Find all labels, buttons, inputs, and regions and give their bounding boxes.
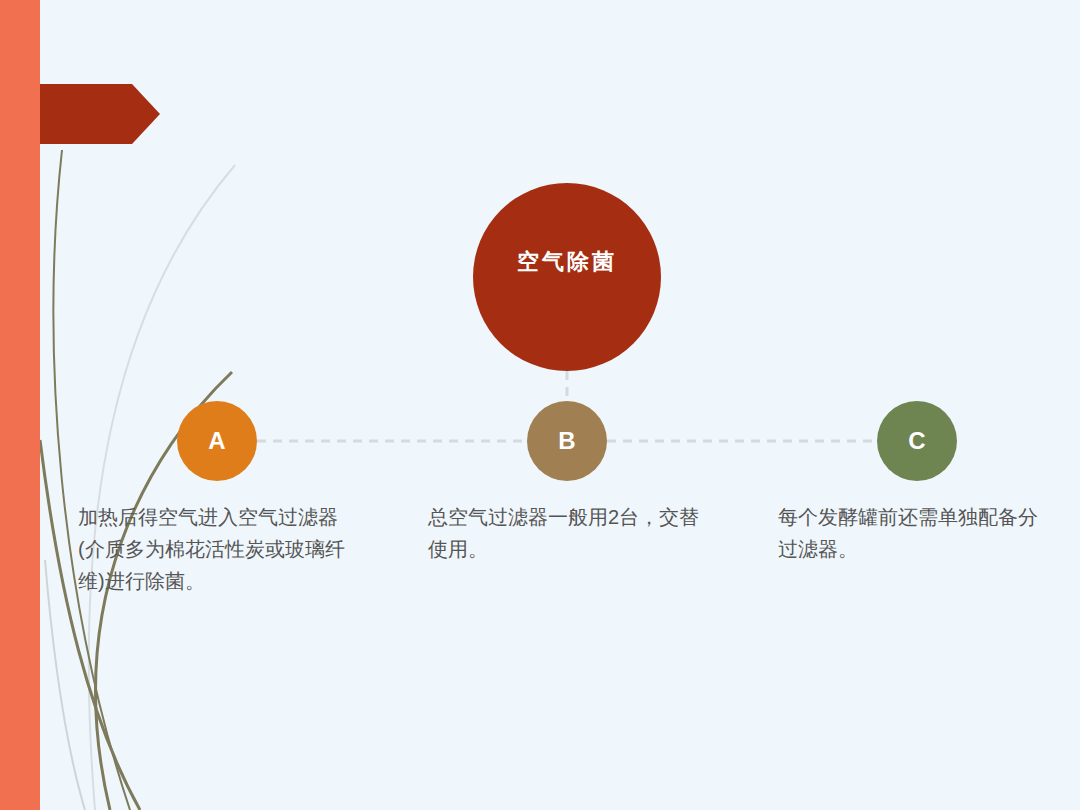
node: A加热后得空气进入空气过滤器(介质多为棉花活性炭或玻璃纤维)进行除菌。: [177, 401, 257, 481]
letter-circle: B: [527, 401, 607, 481]
title-circle: 空气除菌: [473, 183, 661, 371]
dashed-connector: [566, 371, 569, 401]
dashed-connector: [257, 440, 527, 443]
side-bar: [0, 0, 40, 810]
node: B总空气过滤器一般用2台，交替使用。: [527, 401, 607, 481]
node: 空气除菌: [473, 183, 661, 371]
header-tab: [40, 84, 160, 144]
title-text: 空气除菌: [517, 247, 617, 277]
letter-label: C: [908, 427, 925, 455]
letter-circle: C: [877, 401, 957, 481]
letter-circle: A: [177, 401, 257, 481]
deco-curve: [40, 440, 140, 810]
node: C每个发酵罐前还需单独配备分过滤器。: [877, 401, 957, 481]
description-text: 总空气过滤器一般用2台，交替使用。: [428, 501, 703, 565]
dashed-connector: [607, 440, 877, 443]
letter-label: B: [558, 427, 575, 455]
description-text: 加热后得空气进入空气过滤器(介质多为棉花活性炭或玻璃纤维)进行除菌。: [78, 501, 353, 597]
deco-curve: [53, 150, 130, 810]
deco-curve: [89, 165, 235, 810]
description-text: 每个发酵罐前还需单独配备分过滤器。: [778, 501, 1053, 565]
deco-curve: [45, 560, 85, 810]
letter-label: A: [208, 427, 225, 455]
